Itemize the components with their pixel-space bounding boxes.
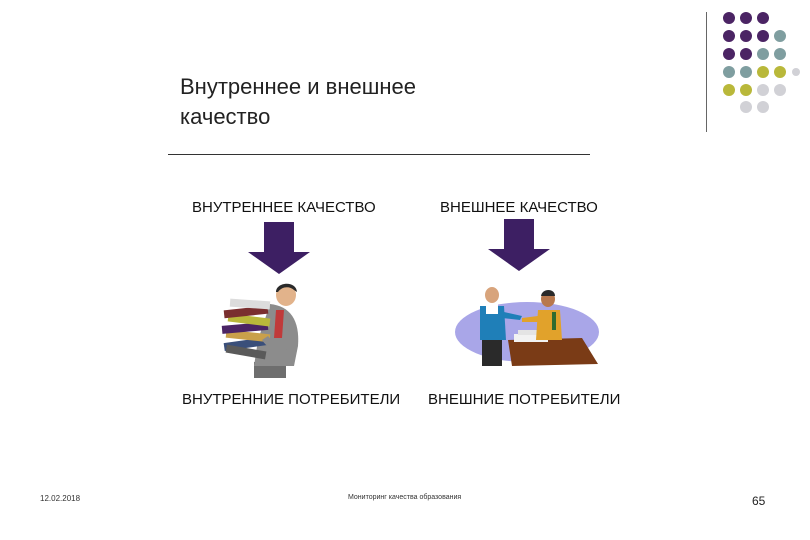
title-underline xyxy=(168,154,590,155)
dot xyxy=(757,30,769,42)
dot xyxy=(740,84,752,96)
internal-consumers-label: ВНУТРЕННИЕ ПОТРЕБИТЕЛИ xyxy=(182,391,401,408)
dot xyxy=(774,84,786,96)
dot xyxy=(740,12,752,24)
dot xyxy=(774,66,786,78)
external-quality-label: ВНЕШНЕЕ КАЧЕСТВО xyxy=(440,199,598,216)
dot xyxy=(723,30,735,42)
footer-center-text: Мониторинг качества образования xyxy=(348,494,462,501)
dot xyxy=(723,12,735,24)
dot xyxy=(774,48,786,60)
down-arrow-icon xyxy=(248,222,310,274)
decorative-vertical-line xyxy=(706,12,707,132)
down-arrow-icon xyxy=(488,219,550,271)
slide-title-line1: Внутреннее и внешнее xyxy=(180,74,416,99)
dot xyxy=(723,84,735,96)
dot xyxy=(740,30,752,42)
dot xyxy=(757,66,769,78)
external-consumers-label: ВНЕШНИЕ ПОТРЕБИТЕЛИ xyxy=(428,391,621,408)
dot xyxy=(774,30,786,42)
dot xyxy=(740,66,752,78)
dot xyxy=(723,48,735,60)
internal-quality-label: ВНУТРЕННЕЕ КАЧЕСТВО xyxy=(192,199,376,216)
slide-title: Внутреннее и внешнее качество xyxy=(180,72,600,132)
worker-carrying-files-illustration xyxy=(221,283,299,378)
dot xyxy=(740,48,752,60)
footer-date: 12.02.2018 xyxy=(40,494,81,503)
clerk-serving-customer-illustration xyxy=(455,287,599,366)
dot xyxy=(757,12,769,24)
dot xyxy=(723,66,735,78)
page-number: 65 xyxy=(752,494,766,508)
dot xyxy=(757,48,769,60)
decorative-dot-grid xyxy=(723,12,800,113)
dot xyxy=(757,101,769,113)
slide-title-line2: качество xyxy=(180,104,271,129)
dot xyxy=(740,101,752,113)
dot xyxy=(757,84,769,96)
dot xyxy=(792,68,800,76)
